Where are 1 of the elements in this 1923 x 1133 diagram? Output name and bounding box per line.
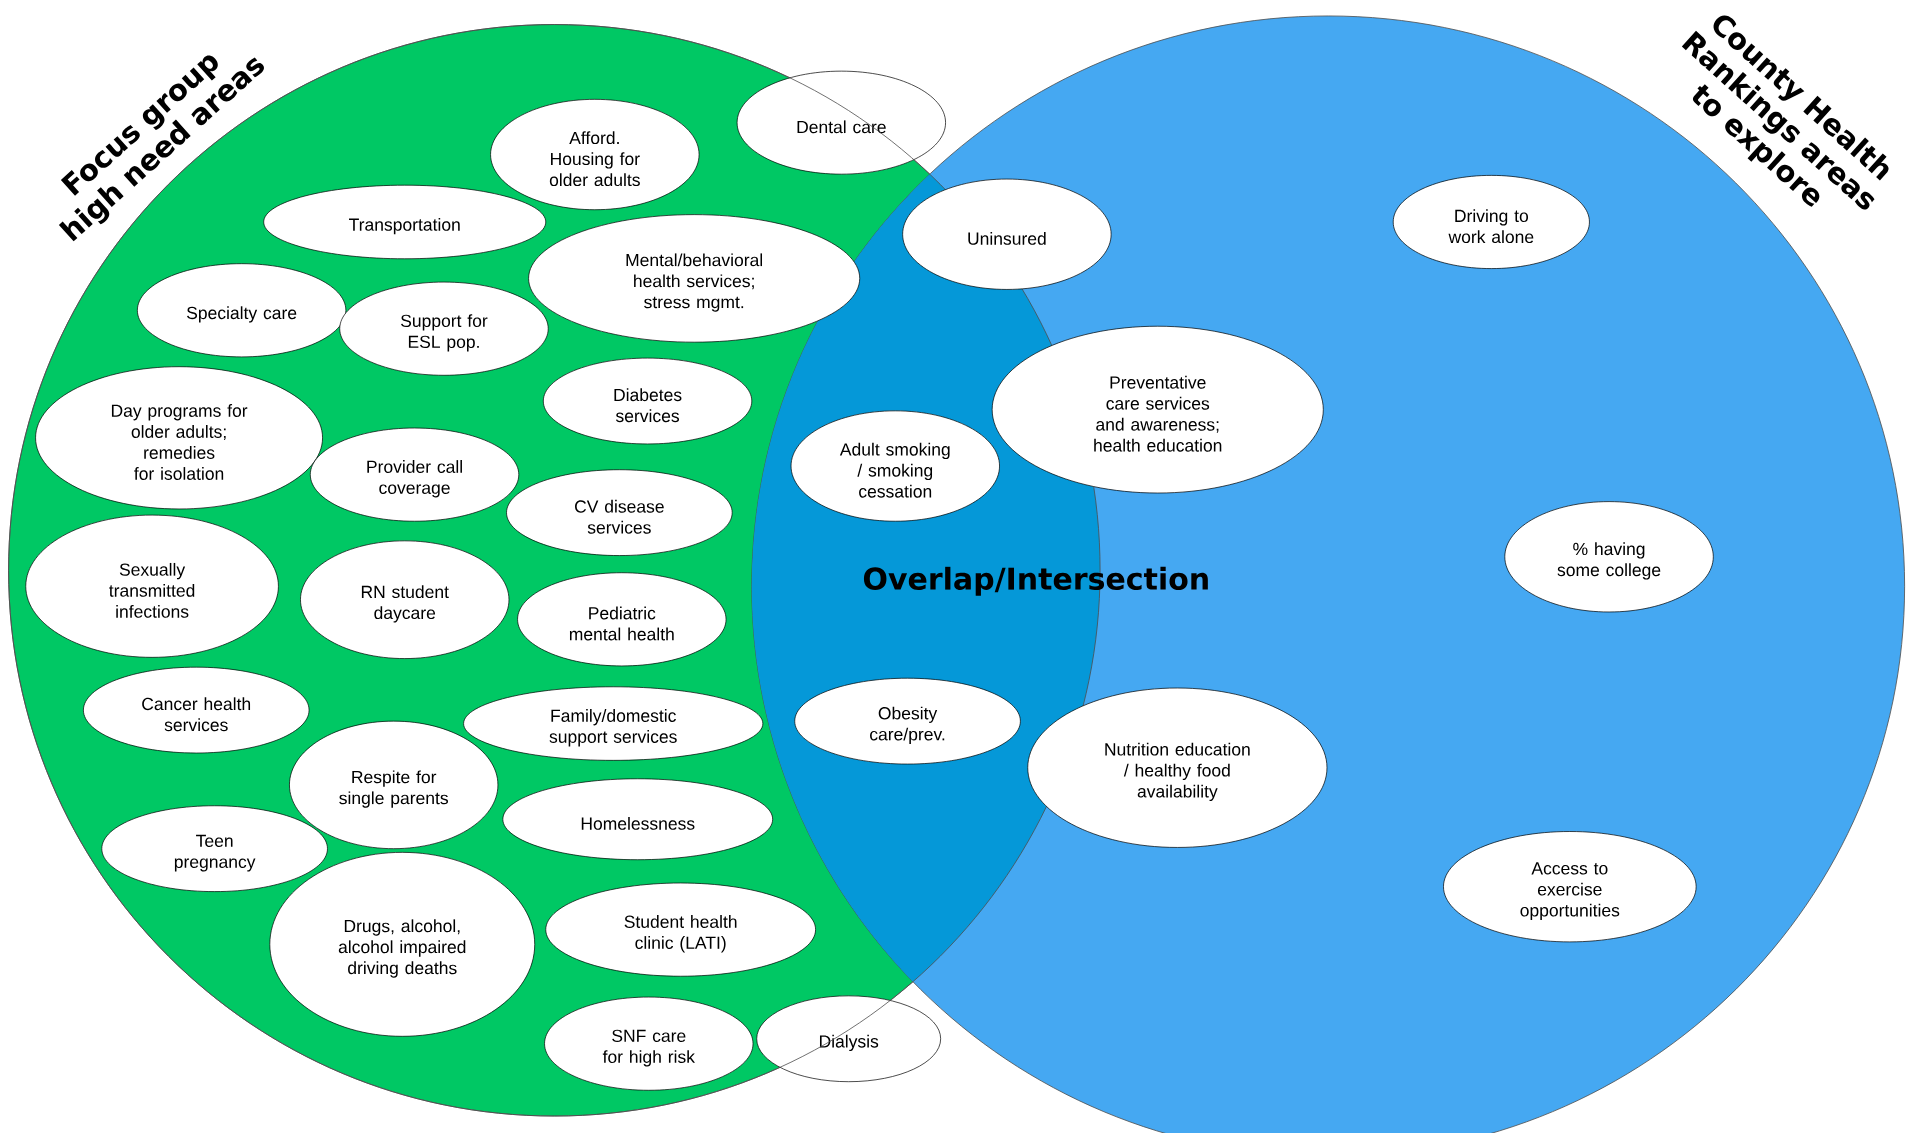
overlap-label: Overlap/Intersection <box>863 566 1208 596</box>
